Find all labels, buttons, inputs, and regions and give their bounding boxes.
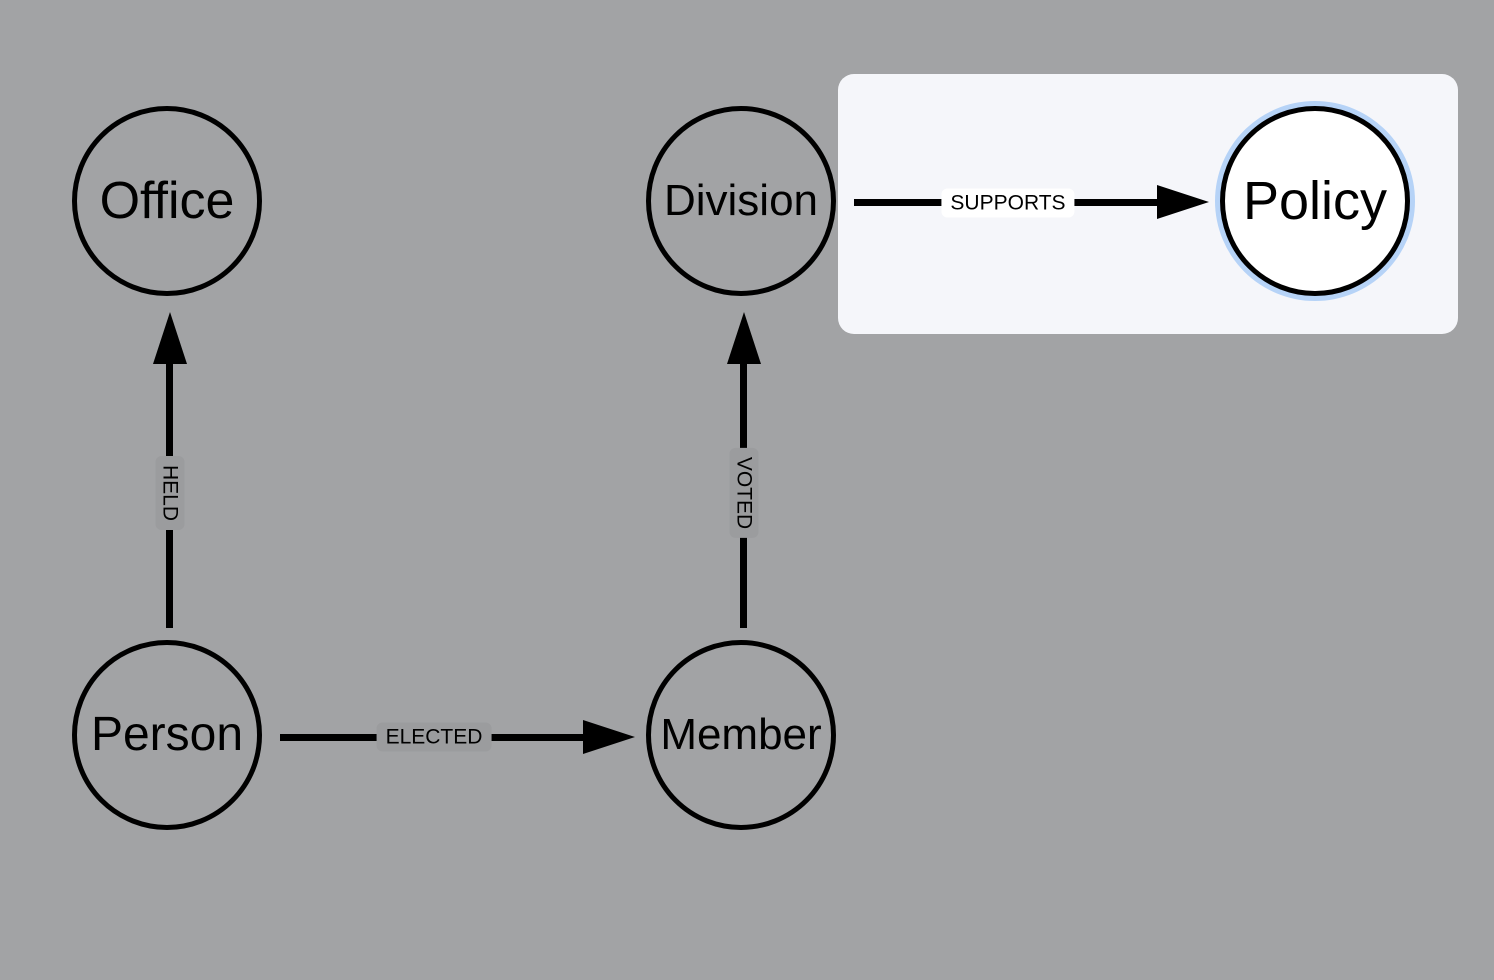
edge-held-label[interactable]: HELD [155, 455, 185, 531]
edge-voted-label[interactable]: VOTED [729, 447, 759, 539]
edge-supports-arrowhead [1157, 185, 1209, 219]
node-policy-label: Policy [1242, 171, 1388, 231]
node-office-label: Office [99, 172, 235, 230]
edge-held-arrowhead [153, 312, 187, 364]
edge-elected-arrowhead [583, 720, 635, 754]
node-person-label: Person [90, 708, 244, 761]
node-member[interactable]: Member [646, 640, 836, 830]
node-person[interactable]: Person [72, 640, 262, 830]
edge-voted-arrowhead [727, 312, 761, 364]
node-policy[interactable]: Policy [1220, 106, 1410, 296]
node-member-label: Member [660, 710, 822, 759]
edge-supports-label[interactable]: SUPPORTS [941, 188, 1075, 218]
edge-elected-label[interactable]: ELECTED [376, 722, 492, 752]
node-division-label: Division [663, 176, 819, 225]
node-office[interactable]: Office [72, 106, 262, 296]
node-division[interactable]: Division [646, 106, 836, 296]
